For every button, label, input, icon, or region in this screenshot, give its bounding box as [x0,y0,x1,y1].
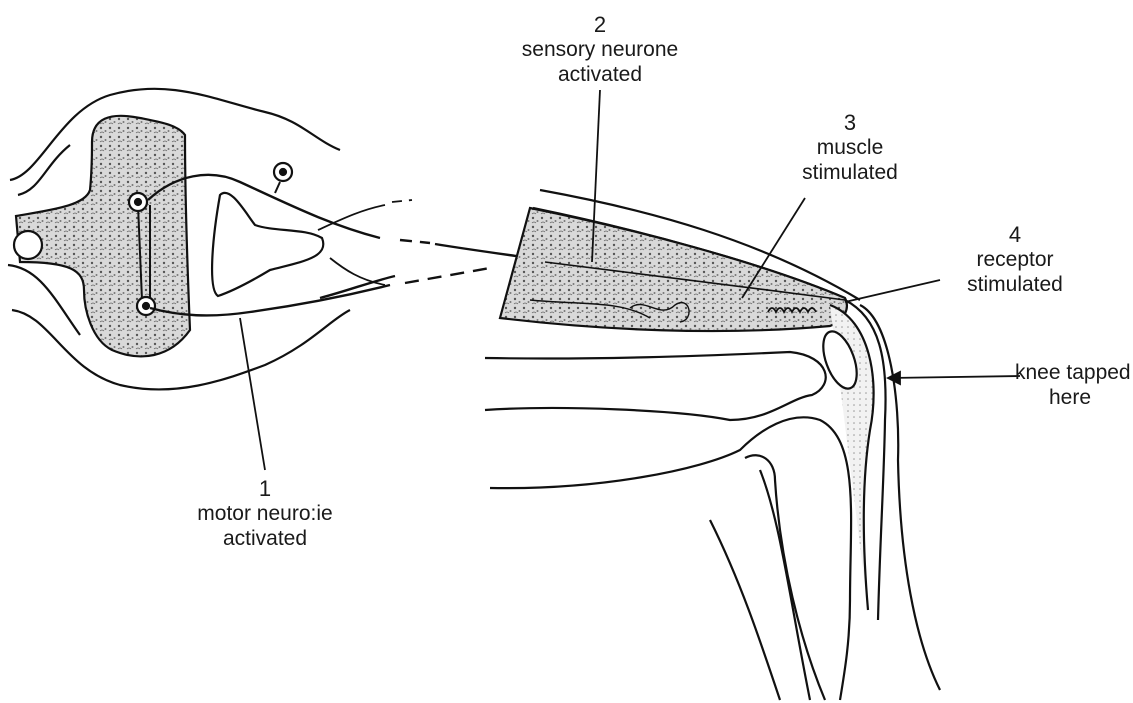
label-muscle-line1: muscle [760,135,940,160]
label-sensory-neurone: 2 sensory neurone activated [490,12,710,87]
label-knee-tapped: knee tapped here [1015,360,1125,410]
spinal-cord [8,89,350,390]
tibia [490,417,851,700]
leg [485,190,940,700]
label-muscle-number: 3 [760,110,940,135]
dorsal-root-ganglion-space [212,193,323,296]
label-muscle-line2: stimulated [760,160,940,185]
label-sensory-line2: activated [490,62,710,87]
quadriceps-muscle [500,208,847,331]
label-receptor-number: 4 [930,222,1100,247]
pointer-knee [888,376,1020,378]
label-motor-number: 1 [160,476,370,501]
pointer-receptor [845,280,940,302]
label-knee-line1: knee tapped [1015,360,1125,385]
label-receptor: 4 receptor stimulated [930,222,1100,297]
label-sensory-line1: sensory neurone [490,37,710,62]
label-motor-neurone: 1 motor neuro:ie activated [160,476,370,551]
label-muscle: 3 muscle stimulated [760,110,940,185]
label-motor-line1: motor neuro:ie [160,501,370,526]
femur [485,352,826,420]
label-sensory-number: 2 [490,12,710,37]
shin-skin [860,305,940,690]
label-motor-line2: activated [160,526,370,551]
label-receptor-line2: stimulated [930,272,1100,297]
label-knee-line2: here [1015,385,1125,410]
pointer-motor [240,318,265,470]
central-canal [14,231,42,259]
grey-matter [16,116,190,357]
fibula [745,455,825,700]
spinal-cord-outer-bottom-left [8,265,80,335]
label-receptor-line1: receptor [930,247,1100,272]
